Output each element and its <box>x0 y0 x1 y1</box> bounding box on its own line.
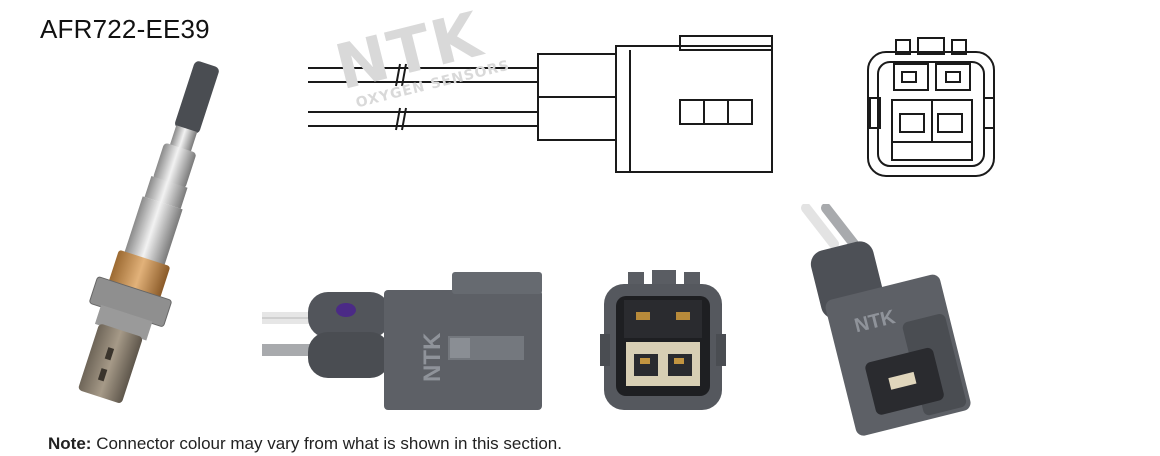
note-text: Connector colour may vary from what is s… <box>96 434 562 453</box>
connector-angled-photo: NTK <box>801 204 971 436</box>
connector-face-line-drawing <box>867 37 995 177</box>
part-number-title: AFR722-EE39 <box>40 14 210 44</box>
connector-brand-label: NTK <box>419 332 446 382</box>
note-label: Note: <box>48 434 92 453</box>
connector-side-photo: NTK <box>262 272 542 410</box>
oxygen-sensor-image <box>78 61 219 403</box>
connector-face-photo <box>600 270 726 410</box>
connector-side-line-drawing <box>308 35 773 173</box>
disclaimer-note: Note: Connector colour may vary from wha… <box>48 434 562 454</box>
